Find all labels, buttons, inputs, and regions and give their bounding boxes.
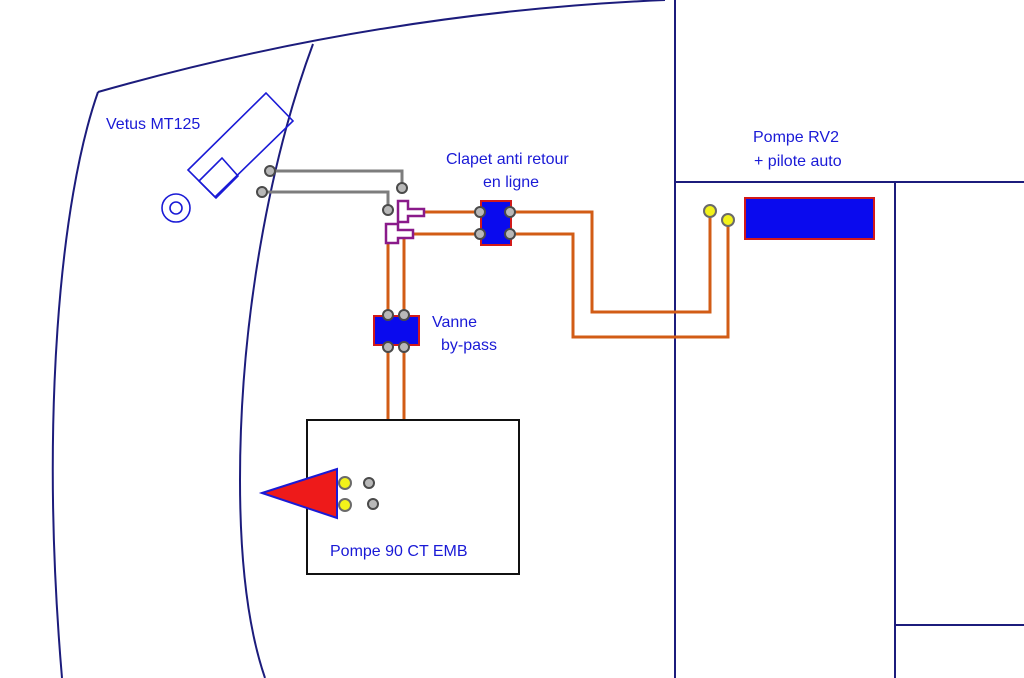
helm-pump-box	[306, 419, 520, 575]
hull-outline	[51, 0, 1024, 678]
cylinder-eye-inner	[169, 201, 183, 215]
check-valve-port-out-top	[504, 206, 516, 218]
check-valve-label-line2: en ligne	[483, 174, 539, 191]
steering-cylinder: Vetus MT125	[106, 91, 295, 223]
cylinder-hose-lower	[262, 190, 390, 210]
bypass-valve: Vanne by-pass	[373, 309, 497, 354]
bypass-label-line2: by-pass	[441, 337, 497, 354]
cylinder-hose-upper	[270, 169, 404, 188]
pipe-valve-to-rv2-a	[510, 210, 712, 314]
bypass-port-bottom-right	[398, 341, 410, 353]
tee-connector-top	[396, 182, 408, 194]
cylinder-hoses	[256, 165, 404, 210]
check-valve-port-out-bottom	[504, 228, 516, 240]
helm-port-b	[338, 498, 352, 512]
cylinder-body	[186, 91, 295, 199]
check-valve-port-in-bottom	[474, 228, 486, 240]
cylinder-port-upper	[264, 165, 276, 177]
hull-inner-curve	[238, 43, 314, 678]
helm-pump-arrow-icon	[258, 467, 338, 520]
bypass-label-line1: Vanne	[432, 314, 477, 331]
rv2-label-line2: + pilote auto	[754, 153, 842, 170]
bypass-port-top-left	[382, 309, 394, 321]
hull-outer-curve	[97, 0, 666, 93]
cylinder-rod-housing	[197, 156, 240, 200]
check-valve: Clapet anti retour en ligne	[446, 151, 569, 246]
hull-side-left	[51, 91, 99, 678]
rv2-port-b	[721, 213, 735, 227]
rv2-pump: Pompe RV2 + pilote auto	[703, 129, 875, 240]
helm-pump-label: Pompe 90 CT EMB	[330, 543, 468, 560]
cylinder-label: Vetus MT125	[106, 116, 200, 133]
cylinder-eye-outer	[161, 193, 191, 223]
helm-pump: Pompe 90 CT EMB	[258, 419, 520, 575]
rv2-pump-body	[744, 197, 875, 240]
bypass-valve-body	[373, 315, 420, 346]
bypass-port-bottom-left	[382, 341, 394, 353]
cylinder-port-lower	[256, 186, 268, 198]
rv2-label-line1: Pompe RV2	[753, 129, 839, 146]
tee-fitting-upper	[396, 199, 426, 224]
helm-port-a	[338, 476, 352, 490]
rv2-port-a	[703, 204, 717, 218]
helm-fitting-b	[367, 498, 379, 510]
tee-fittings	[382, 182, 426, 245]
tee-connector-left	[382, 204, 394, 216]
pipe-valve-to-rv2-b	[510, 221, 730, 339]
check-valve-port-in-top	[474, 206, 486, 218]
bypass-port-top-right	[398, 309, 410, 321]
check-valve-label-line1: Clapet anti retour	[446, 151, 569, 168]
helm-fitting-a	[363, 477, 375, 489]
tee-fitting-lower	[384, 222, 415, 245]
